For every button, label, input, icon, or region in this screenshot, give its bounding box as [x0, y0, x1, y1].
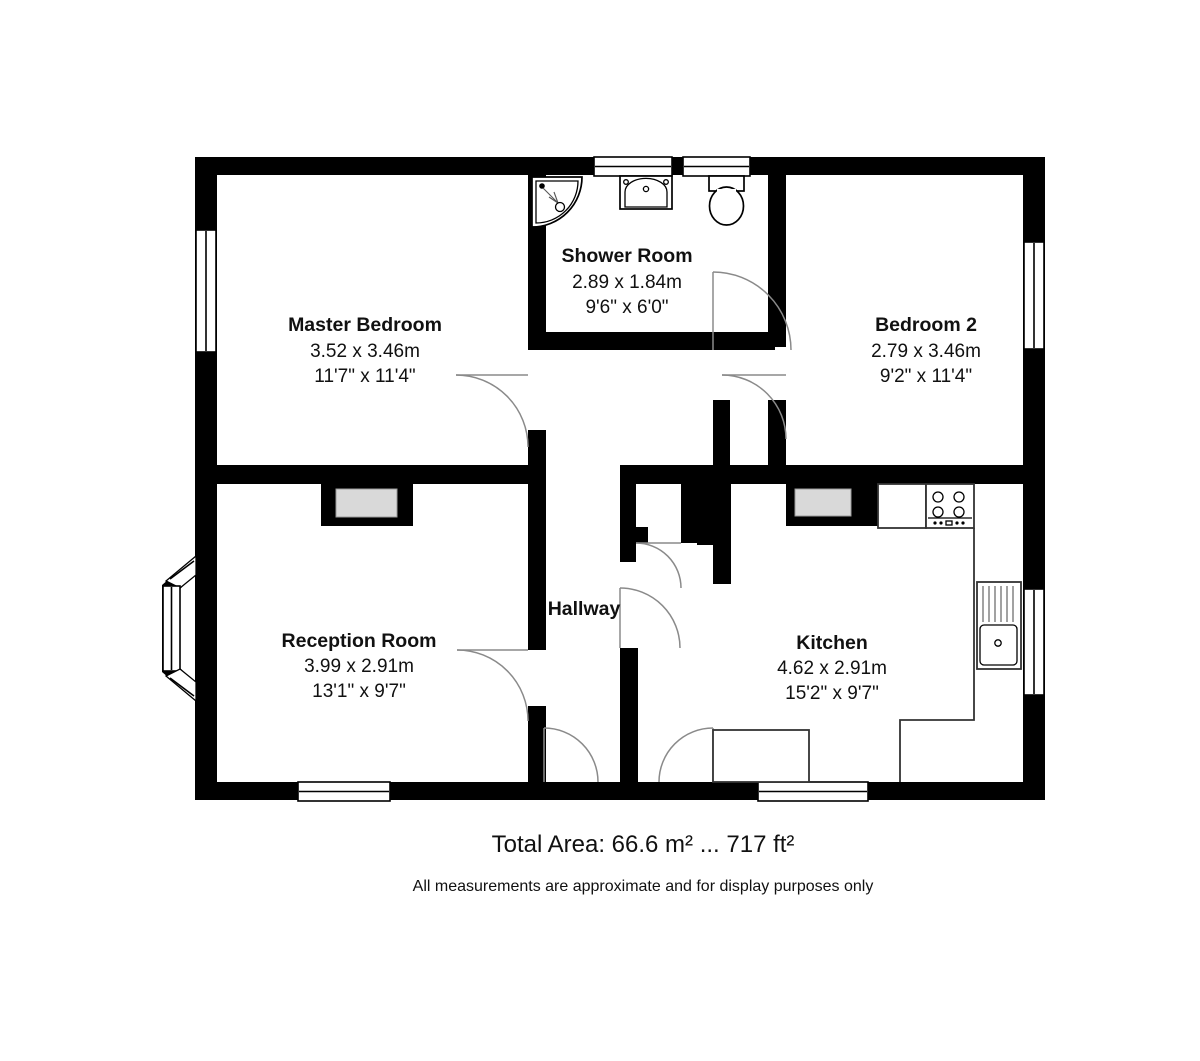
room-dim-imperial-master-bedroom: 11'7" x 11'4" — [314, 366, 415, 387]
bay-window-pane-bottom-line — [169, 677, 195, 697]
room-dim-imperial-reception-room: 13'1" x 9'7" — [312, 681, 406, 702]
hob-ring-2-icon — [953, 491, 965, 503]
bay-window-pane-bottom — [164, 668, 197, 703]
door-hall-kitchen-arc — [619, 587, 681, 649]
room-dim-imperial-kitchen: 15'2" x 9'7" — [785, 683, 879, 704]
door-kitchen-bottom-arc — [658, 727, 714, 783]
kitchen-worktop-edge — [899, 528, 975, 782]
room-dim-metric-reception-room: 3.99 x 2.91m — [304, 656, 414, 677]
door-cupboard-arc — [635, 542, 682, 589]
room-dim-imperial-bedroom-2: 9'2" x 11'4" — [880, 366, 972, 387]
bay-window-pane-top-line — [169, 560, 195, 580]
wall-master-bottom — [195, 465, 546, 484]
toilet-join — [717, 189, 736, 196]
shower-spray-line-1 — [542, 187, 559, 204]
room-dim-metric-master-bedroom: 3.52 x 3.46m — [310, 341, 420, 362]
room-label-master-bedroom: Master Bedroom — [288, 314, 442, 336]
hob-knob-1-icon — [933, 521, 937, 525]
shower-outlet-icon — [539, 183, 545, 189]
shower-room-fixtures — [531, 175, 745, 228]
hob-ring-3-icon — [932, 506, 944, 518]
sink-bowl-icon — [979, 624, 1018, 666]
wall-shower-bottom — [528, 332, 775, 350]
wall-bedroom2-left-stub — [768, 400, 786, 465]
shower-spray-line-3 — [553, 191, 559, 204]
door-shower-room-arc — [712, 271, 792, 351]
wall-cupboard-bottom-left — [620, 527, 648, 543]
sink-plug-icon — [994, 639, 1002, 647]
windows — [195, 156, 1045, 802]
room-label-hallway: Hallway — [548, 598, 621, 620]
kitchen-fixtures — [712, 483, 1022, 783]
wall-kitchen-left-tip — [713, 580, 731, 584]
room-labels: Master Bedroom 3.52 x 3.46m 11'7" x 11'4… — [282, 245, 981, 704]
wall-hall-stub — [713, 400, 730, 430]
hob-display-icon — [945, 520, 953, 526]
room-label-reception-room: Reception Room — [282, 630, 437, 652]
basin-tap-right-icon — [663, 179, 669, 185]
corner-shower-inner — [535, 180, 579, 224]
shower-spray-line-2 — [548, 196, 559, 204]
door-reception-arc — [456, 649, 529, 722]
door-swings — [455, 271, 792, 783]
disclaimer-text: All measurements are approximate and for… — [413, 878, 874, 895]
basin-tap-left-icon — [623, 179, 629, 185]
wall-shower-bedroom2 — [768, 157, 786, 347]
chimney-breast-kitchen-gray — [794, 488, 852, 517]
chimney-breast-reception-gray — [335, 488, 398, 518]
wall-reception-right-upper — [528, 484, 546, 650]
master-bedroom-floor — [217, 175, 528, 465]
wall-kitchen-top — [713, 465, 1023, 484]
toilet-pan-icon — [708, 186, 745, 226]
hob-ring-4-icon — [953, 506, 965, 518]
room-dim-metric-shower-room: 2.89 x 1.84m — [572, 272, 682, 293]
door-master-bedroom-arc — [455, 374, 529, 448]
room-dim-imperial-shower-room: 9'6" x 6'0" — [585, 297, 668, 318]
total-area-text: Total Area: 66.6 m² ... 717 ft² — [492, 831, 795, 858]
room-dim-metric-bedroom-2: 2.79 x 3.46m — [871, 341, 981, 362]
hob-ring-1-icon — [932, 491, 944, 503]
shower-drain-icon — [554, 201, 566, 213]
room-dim-metric-kitchen: 4.62 x 2.91m — [777, 658, 887, 679]
hob-knob-2-icon — [939, 521, 943, 525]
hallway-floor-upper — [528, 340, 786, 465]
door-hall-front-left-arc — [543, 727, 599, 783]
reception-room-floor — [217, 484, 528, 782]
room-label-bedroom-2: Bedroom 2 — [875, 314, 977, 336]
drainer-grooves — [982, 586, 1014, 622]
bedroom-2-floor — [786, 175, 1023, 465]
wall-cupboard-left — [620, 465, 636, 562]
hob-knob-4-icon — [961, 521, 965, 525]
wall-cupboard-top — [620, 465, 715, 484]
wash-basin-bowl — [624, 177, 668, 208]
basin-plug-icon — [642, 185, 650, 193]
wall-hall-kitchen — [620, 648, 638, 800]
wall-kitchen-left-upper — [713, 484, 731, 584]
kitchen-worktop-unit — [877, 483, 927, 529]
wall-master-right-lower — [528, 430, 546, 484]
door-bedroom-2-arc — [721, 374, 787, 440]
kitchen-base-unit-icon — [712, 729, 810, 783]
wall-cupboard-right-outer — [697, 465, 715, 545]
room-label-shower-room: Shower Room — [561, 245, 692, 267]
wall-reception-right-lower — [528, 706, 546, 800]
bay-window-reception — [162, 554, 197, 703]
hob-knob-3-icon — [955, 521, 959, 525]
room-label-kitchen: Kitchen — [796, 632, 868, 654]
